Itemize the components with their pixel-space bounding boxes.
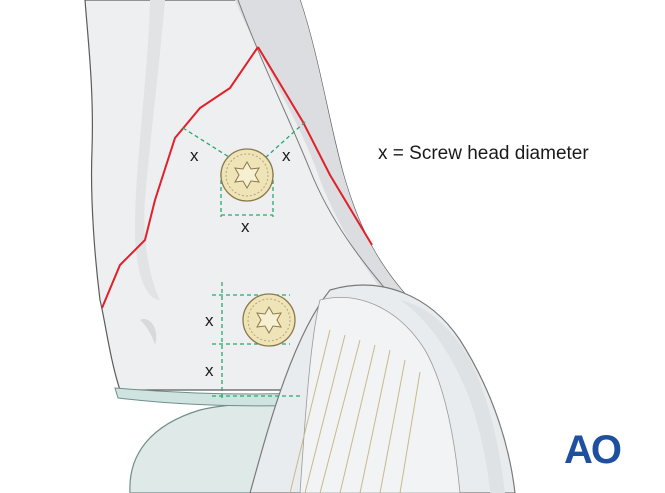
label-x-lower-lower: x [205, 361, 214, 380]
label-x-top-left: x [190, 146, 199, 165]
screw-head-upper [221, 149, 273, 201]
screw-head-lower [243, 294, 295, 346]
ao-logo: AO [564, 428, 621, 472]
label-x-under-screw: x [241, 217, 250, 236]
label-x-lower-upper: x [205, 311, 214, 330]
label-x-top-right: x [282, 146, 291, 165]
legend-text: x = Screw head diameter [378, 143, 589, 164]
